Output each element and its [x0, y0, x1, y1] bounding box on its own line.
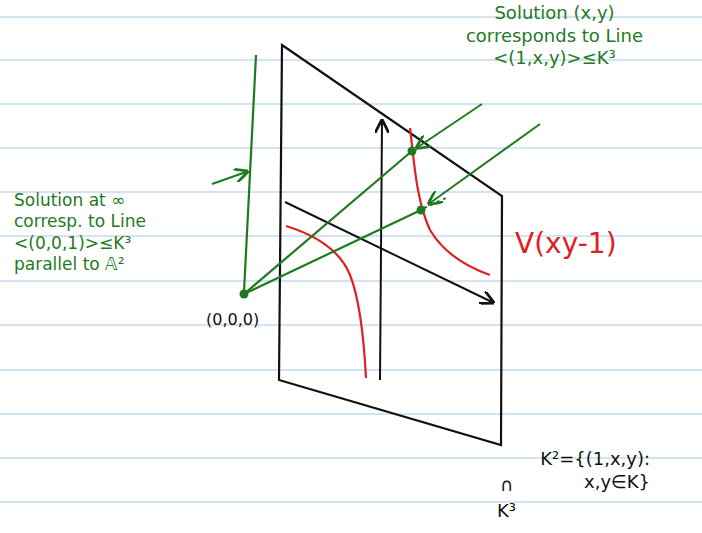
- solution-dot: [417, 206, 426, 215]
- y-axis: [380, 122, 382, 380]
- set-label: K²={(1,x,y): x,y∈K}: [490, 448, 650, 493]
- leader-arrow: [212, 172, 246, 184]
- hyperbola-branch: [410, 128, 490, 275]
- solution-dot: [408, 147, 417, 156]
- leader-arrow: [418, 104, 482, 147]
- callout-note: Solution (x,y) corresponds to Line <(1,x…: [462, 2, 647, 70]
- curve-label: V(xy-1): [515, 226, 617, 261]
- notebook-rules: [0, 17, 702, 502]
- solution-line: [244, 151, 412, 294]
- line-at-infinity: [244, 55, 256, 292]
- subset-symbol: ∩: [500, 474, 513, 497]
- solution-line: [244, 210, 421, 294]
- origin-dot: [240, 290, 249, 299]
- leader-arrow: [430, 124, 540, 203]
- callout-note: Solution at ∞ corresp. to Line <(0,0,1)>…: [14, 190, 172, 275]
- point-label: (0,0,0): [206, 310, 259, 330]
- affine-plane: [279, 45, 502, 445]
- x-axis: [285, 202, 492, 302]
- space-label: K³: [497, 500, 516, 523]
